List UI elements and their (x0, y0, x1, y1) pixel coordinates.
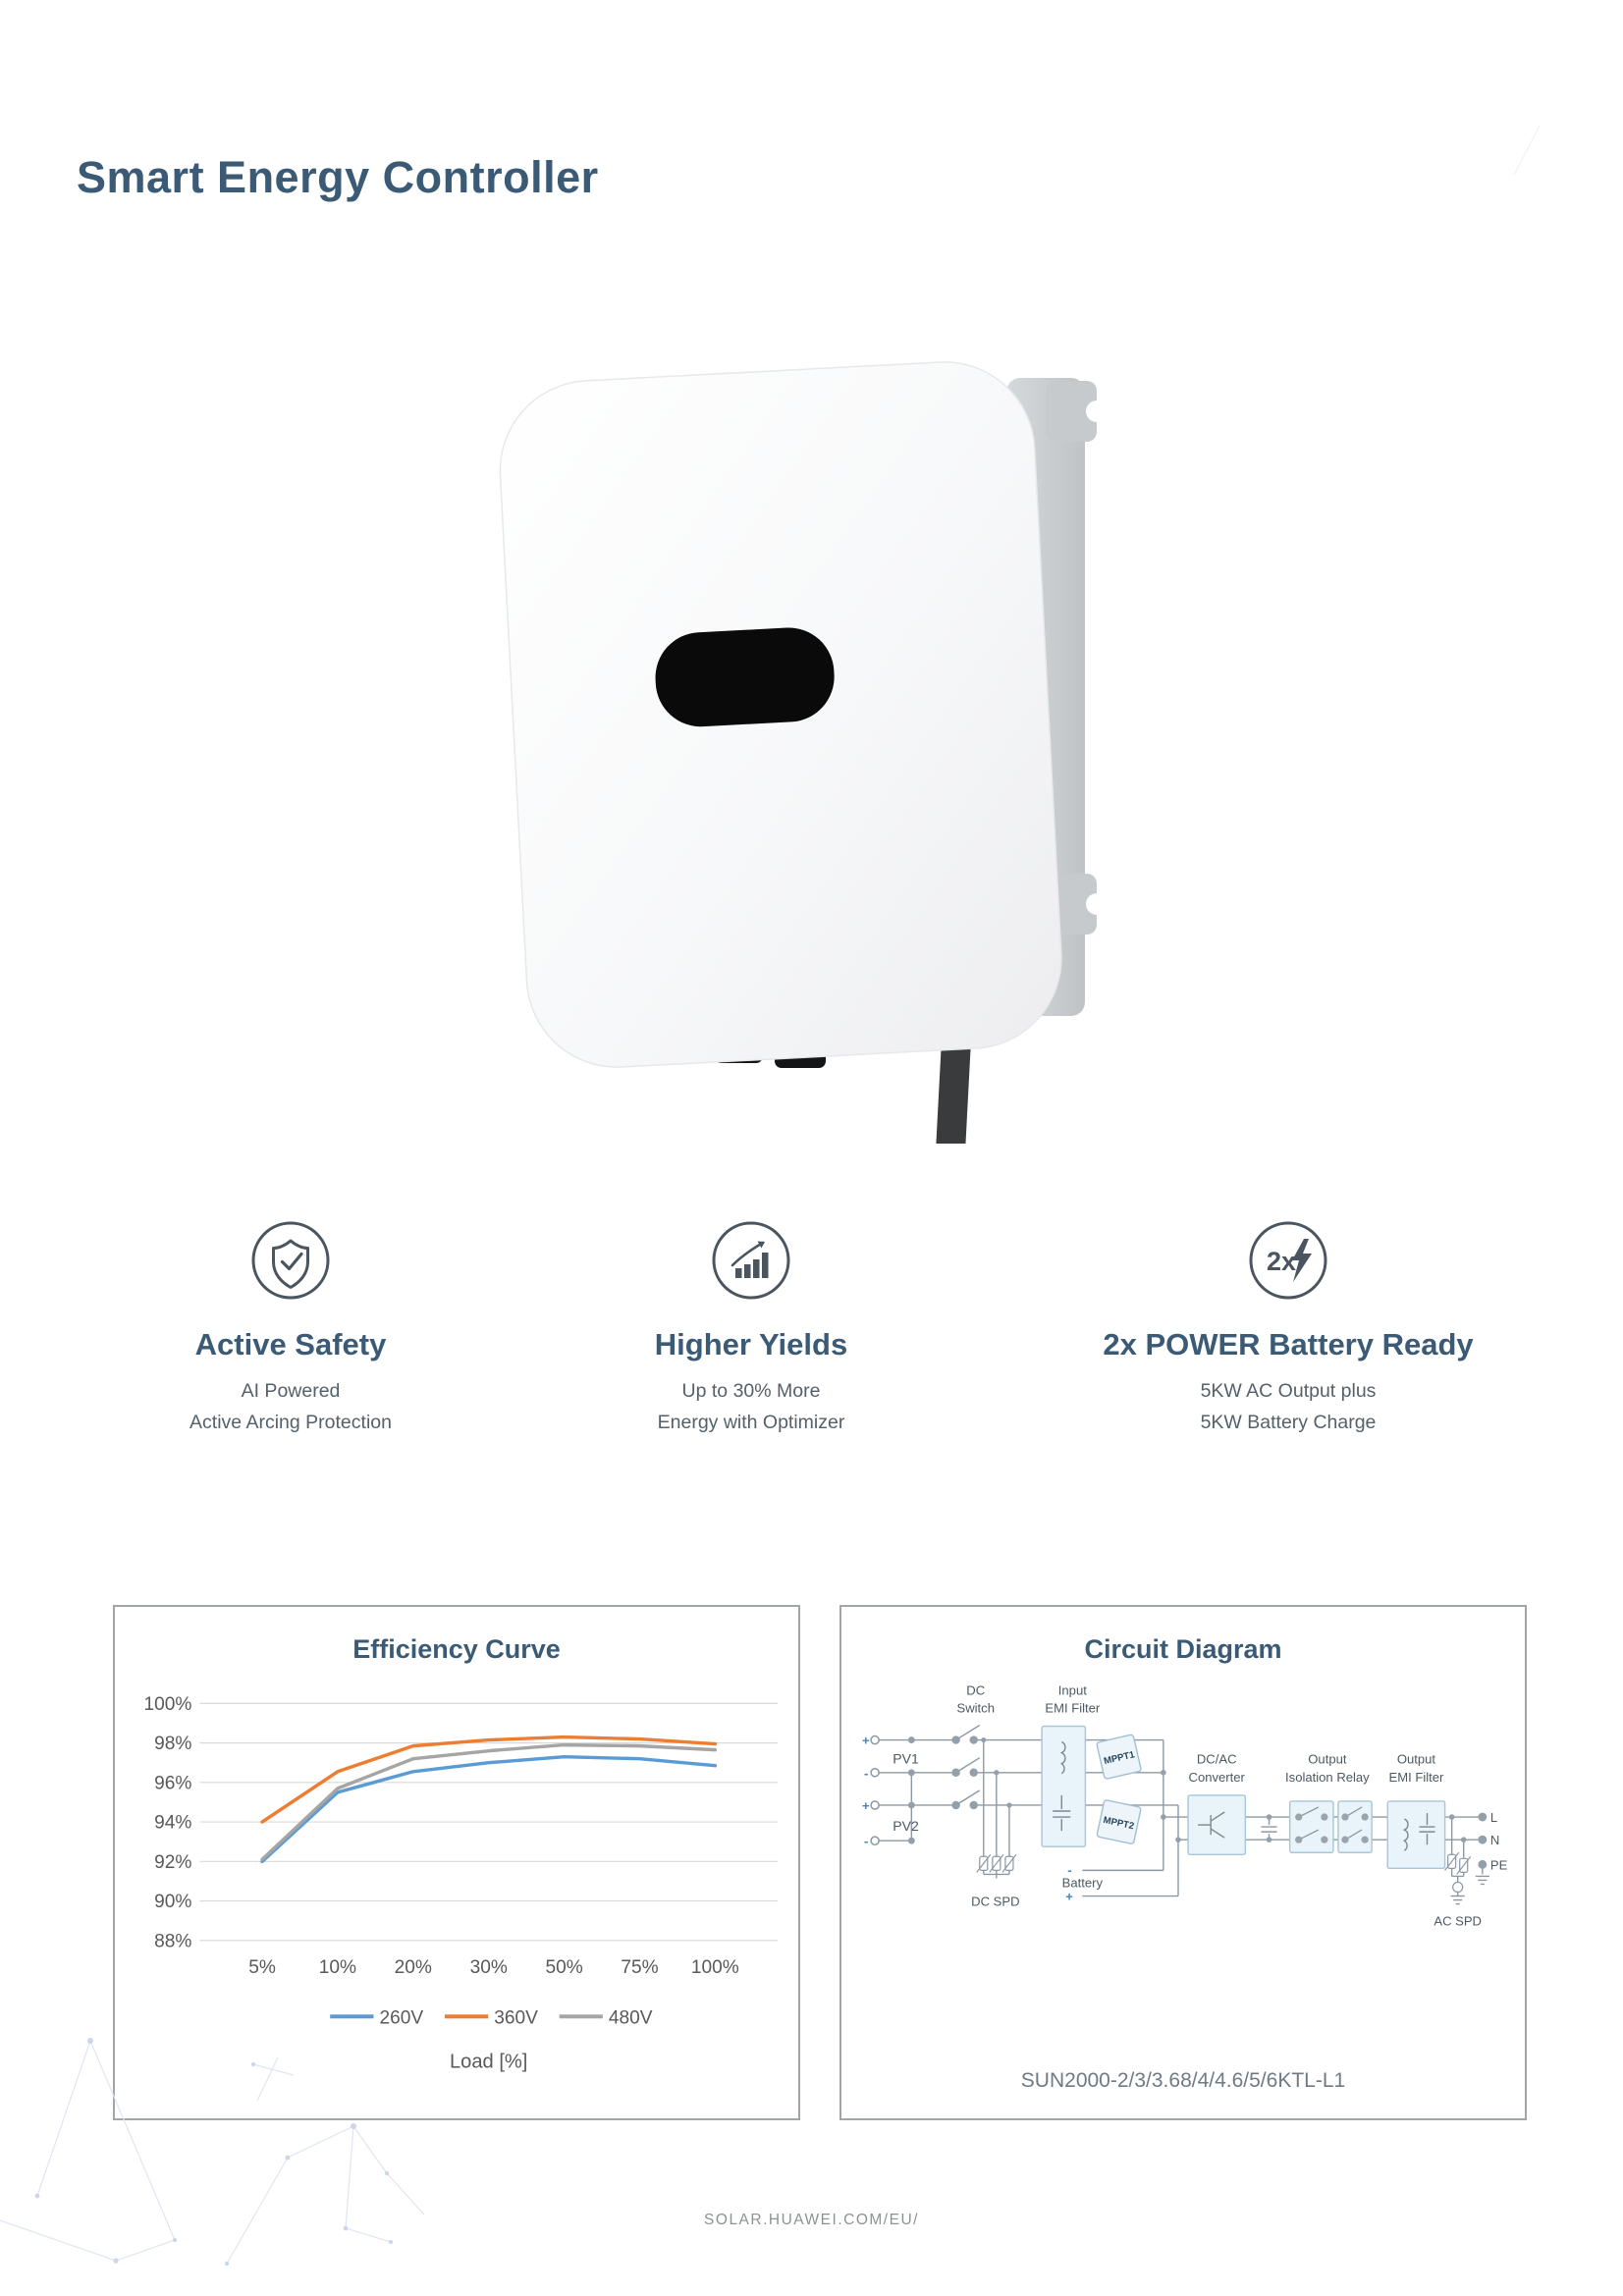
feature-line: AI Powered (241, 1380, 341, 1402)
pv1-plus: + (862, 1734, 870, 1748)
feature-line: Energy with Optimizer (657, 1411, 845, 1433)
2x-label: 2x (1267, 1247, 1296, 1276)
pv1-minus: - (864, 1766, 868, 1781)
efficiency-chart: 100% 98% 96% 94% 92% 90% 88% 5% 10% 20% 30% 50% 75% 1… (144, 1694, 778, 2073)
series-line-260V (260, 1754, 718, 1864)
input-emi-filter-box (1041, 1725, 1087, 1847)
terminal-PE (1478, 1859, 1488, 1869)
y-tick-label: 94% (154, 1813, 191, 1834)
battery-label: Battery (1062, 1875, 1104, 1890)
x-tick-label: 10% (319, 1957, 356, 1978)
circuit-diagram: MPPT1 MPPT2 (862, 1682, 1508, 1929)
svg-text:Switch: Switch (956, 1700, 994, 1715)
page-title: Smart Energy Controller (77, 152, 599, 203)
pv2-label: PV2 (893, 1818, 919, 1834)
isolation-relay-box-2 (1337, 1800, 1373, 1853)
dc-spd-label: DC SPD (971, 1895, 1019, 1909)
feature-line: 5KW AC Output plus (1200, 1380, 1377, 1402)
feature-heading: Active Safety (194, 1327, 387, 1362)
feature-2x-power: 2x 2x POWER Battery Ready 5KW AC Output … (1053, 1219, 1524, 1438)
y-tick-label: 90% (154, 1892, 191, 1912)
output-emi-filter-box (1386, 1800, 1446, 1870)
x-tick-label: 20% (395, 1957, 432, 1978)
terminal-L (1478, 1812, 1488, 1822)
n-label: N (1490, 1833, 1499, 1847)
y-tick-label: 88% (154, 1931, 191, 1951)
feature-line: Active Arcing Protection (189, 1411, 392, 1433)
input-emi-label: Input (1058, 1682, 1087, 1697)
efficiency-curve-panel: Efficiency Curve 100% 98% 96% 94% 92% 90% 88% 5… (113, 1605, 800, 2120)
feature-higher-yields: Higher Yields Up to 30% More Energy with… (555, 1219, 947, 1438)
y-tick-label: 96% (154, 1773, 191, 1793)
svg-text:Converter: Converter (1189, 1770, 1246, 1785)
inverter-display (655, 627, 835, 727)
feature-active-safety: Active Safety AI Powered Active Arcing P… (94, 1219, 487, 1438)
shield-check-icon (251, 1221, 330, 1300)
inverter-face (499, 361, 1062, 1068)
x-tick-label: 75% (621, 1957, 658, 1978)
ac-spd-label: AC SPD (1434, 1914, 1482, 1929)
svg-text:EMI Filter: EMI Filter (1045, 1700, 1101, 1715)
y-tick-label: 92% (154, 1852, 191, 1873)
battery-minus: - (1067, 1862, 1071, 1877)
inverter-product-image (499, 361, 1108, 1144)
series-line-360V (260, 1735, 718, 1824)
pe-label: PE (1490, 1857, 1508, 1872)
output-emi-label: Output (1397, 1752, 1436, 1767)
legend-label: 480V (609, 2007, 653, 2028)
x-tick-label: 30% (470, 1957, 508, 1978)
growth-bars-icon (712, 1221, 790, 1300)
series-line-480V (260, 1742, 718, 1862)
battery-plus: + (1065, 1890, 1073, 1904)
mppt2-block: MPPT2 (1096, 1799, 1142, 1844)
relay-label: Output (1308, 1752, 1347, 1767)
svg-text:EMI Filter: EMI Filter (1388, 1770, 1444, 1785)
legend-label: 260V (380, 2007, 424, 2028)
y-tick-label: 100% (144, 1694, 192, 1715)
svg-text:Isolation Relay: Isolation Relay (1285, 1770, 1370, 1785)
isolation-relay-box-1 (1288, 1800, 1334, 1853)
y-tick-label: 98% (154, 1734, 191, 1754)
feature-line: Up to 30% More (681, 1380, 821, 1402)
feature-line: 5KW Battery Charge (1200, 1411, 1377, 1433)
mppt1-block: MPPT1 (1096, 1734, 1142, 1780)
x-tick-label: 5% (248, 1957, 276, 1978)
footer-url: SOLAR.HUAWEI.COM/EU/ (704, 2212, 919, 2228)
pv1-label: PV1 (893, 1751, 919, 1767)
terminal-N (1478, 1835, 1488, 1844)
model-number: SUN2000-2/3/3.68/4/4.6/5/6KTL-L1 (1020, 2069, 1346, 2092)
feature-heading: 2x POWER Battery Ready (1103, 1327, 1474, 1362)
x-tick-label: 50% (545, 1957, 582, 1978)
feature-heading: Higher Yields (654, 1327, 848, 1362)
chart-title: Efficiency Curve (352, 1634, 561, 1664)
dcac-converter-box (1187, 1794, 1247, 1855)
2x-power-bolt-icon: 2x (1249, 1221, 1327, 1300)
pv2-plus: + (862, 1798, 870, 1813)
circuit-title: Circuit Diagram (1084, 1634, 1282, 1664)
dcac-label: DC/AC (1197, 1752, 1237, 1767)
dc-switch-label: DC (966, 1682, 985, 1697)
x-tick-label: 100% (691, 1957, 739, 1978)
legend-label: 360V (494, 2007, 538, 2028)
circuit-diagram-panel: Circuit Diagram (839, 1605, 1527, 2120)
l-label: L (1490, 1810, 1497, 1825)
x-axis-title: Load [%] (450, 2052, 527, 2073)
pv2-minus: - (864, 1834, 868, 1848)
